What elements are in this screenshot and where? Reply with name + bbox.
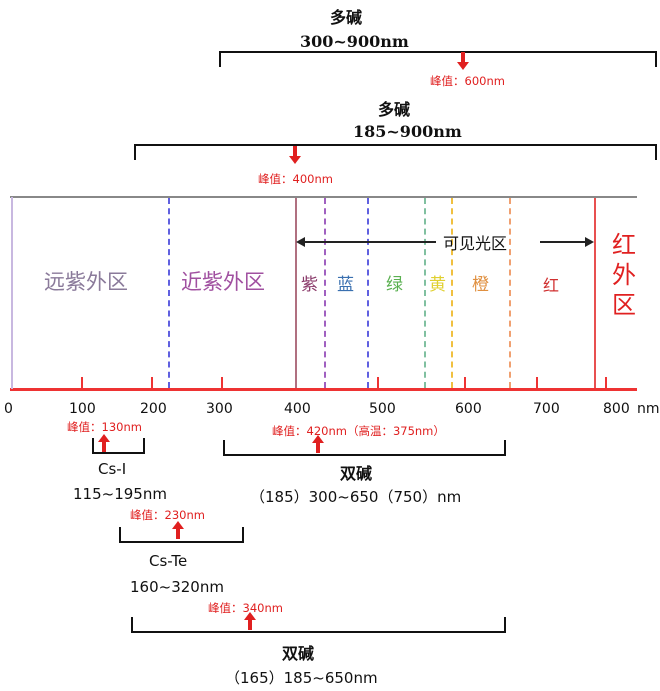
axis-label: 800 [603,401,630,417]
axis-tick [536,377,538,389]
peak-label: 峰值：400nm [258,172,333,186]
divider-violet-blue [324,198,326,388]
axis-label: 300 [206,401,233,417]
peak-arrow-icon [244,612,256,630]
range-value: （185）300~650（750）nm [250,488,462,506]
range-value: （165）185~650nm [225,669,378,687]
visible-region-label: 可见光区 [443,234,508,253]
peak-arrow-icon [98,434,110,452]
region-orange: 橙 [472,275,489,295]
region-near-uv: 近紫外区 [181,270,265,294]
range-value: 160~320nm [130,578,224,596]
peak-arrow-icon [457,52,469,70]
axis-label: 200 [140,401,167,417]
range-name: 双碱 [340,464,373,483]
axis-tick [151,377,153,389]
range-bracket [134,144,657,160]
axis-label: 500 [369,401,396,417]
region-red: 红 [543,276,560,295]
visible-range-arrow [296,237,594,247]
divider-yellow-orange [451,198,453,388]
range-value: 115~195nm [73,485,167,503]
range-bracket [131,617,506,633]
axis-label: 0 [4,401,13,417]
spectrum-left-edge [11,197,13,389]
range-bracket [219,51,657,67]
peak-label: 峰值：340nm [208,601,283,615]
peak-label: 峰值：130nm [67,420,142,434]
range-bracket [223,440,506,456]
range-name: 多碱 [330,8,363,27]
range-name: Cs-I [98,460,127,478]
region-blue: 蓝 [337,275,354,295]
range-value: 300~900nm [300,32,409,51]
range-name: Cs-Te [149,552,188,570]
divider-visible-infrared [594,198,596,388]
divider-far-near-uv [168,198,170,388]
peak-label: 峰值：420nm（高温：375nm） [272,424,445,438]
range-name: 多碱 [378,100,411,119]
divider-blue-green [367,198,369,388]
peak-arrow-icon [312,435,324,453]
divider-uv-visible [295,198,297,388]
spectrum-baseline [10,388,637,391]
axis-unit: nm [637,401,660,417]
axis-tick [81,377,83,389]
region-green: 绿 [386,275,403,295]
axis-label: 400 [284,401,311,417]
peak-label: 峰值：600nm [430,74,505,88]
region-infrared: 红外区 [612,231,636,319]
range-bracket [92,438,145,454]
axis-tick [377,377,379,389]
peak-label: 峰值：230nm [130,508,205,522]
range-bracket [119,527,244,543]
axis-label: 600 [455,401,482,417]
range-name: 双碱 [282,644,315,663]
region-yellow: 黄 [429,275,446,295]
axis-tick [221,377,223,389]
peak-arrow-icon [289,146,301,164]
axis-tick [605,377,607,389]
axis-label: 100 [69,401,96,417]
region-far-uv: 远紫外区 [44,270,128,294]
region-violet: 紫 [301,275,318,295]
axis-tick [464,377,466,389]
divider-green-yellow [424,198,426,388]
spectrum-top-border [10,196,637,198]
range-value: 185~900nm [353,122,462,141]
peak-arrow-icon [172,521,184,539]
axis-label: 700 [533,401,560,417]
divider-orange-red [509,198,511,388]
